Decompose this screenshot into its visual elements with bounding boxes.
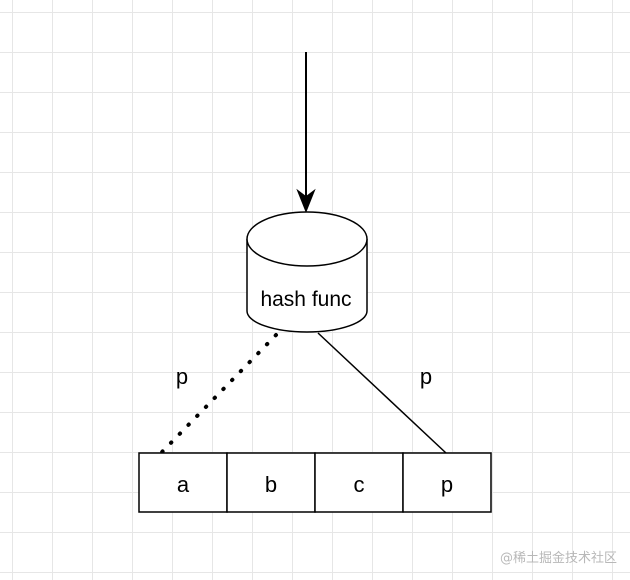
array-cell-label-0: a [177,472,190,497]
array-cell-2 [314,452,404,513]
input-arrow [296,52,316,214]
solid-edge-label: p [420,364,432,389]
hash-function-label: hash func [260,288,351,311]
array-row: a b c p [138,452,492,513]
watermark: @稀土掘金技术社区 [500,550,617,566]
solid-edge [317,332,447,454]
array-cell-0 [138,452,228,513]
array-cell-label-1: b [265,472,277,497]
input-arrow-head [296,188,316,214]
array-cell-label-2: c [354,472,365,497]
cylinder-top [246,211,368,267]
array-cell-label-3: p [441,472,453,497]
array-cell-3 [402,452,492,513]
dotted-edge-label: p [176,364,188,389]
dotted-edge [160,333,278,454]
hash-function-cylinder: hash func [246,211,368,333]
